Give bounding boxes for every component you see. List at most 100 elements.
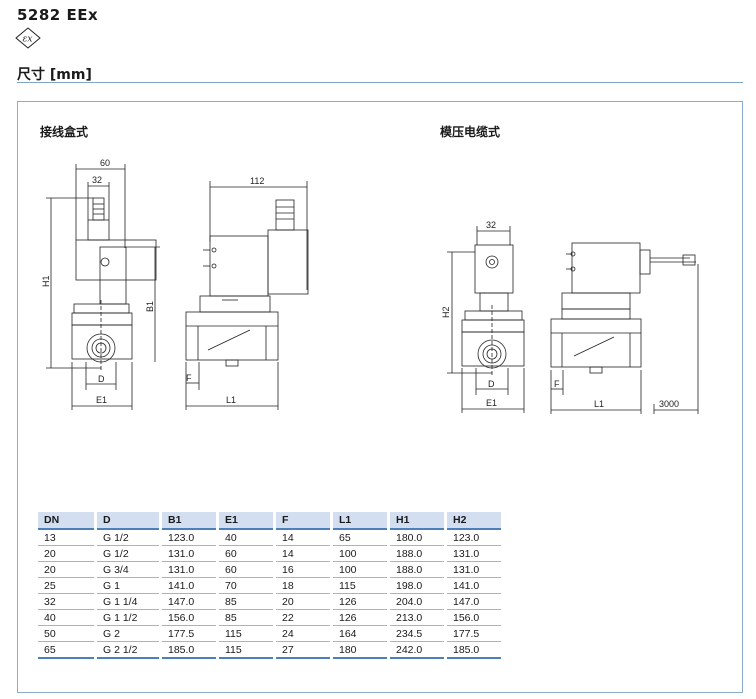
table-cell: 204.0: [388, 593, 447, 610]
table-cell: 234.5: [388, 625, 447, 642]
drawing-cable-front: [447, 226, 525, 413]
dim-112: 112: [250, 176, 264, 186]
dim-e1-junction: E1: [96, 395, 107, 405]
table-cell: 185.0: [445, 641, 501, 659]
dim-e1-cable: E1: [486, 398, 497, 408]
table-cell: 180: [331, 641, 390, 659]
table-cell: 25: [38, 577, 97, 594]
dim-32-cable: 32: [486, 220, 496, 230]
table-cell: 40: [38, 609, 97, 626]
table-cell: 27: [274, 641, 333, 659]
table-cell: 131.0: [445, 545, 501, 562]
table-cell: 188.0: [388, 545, 447, 562]
table-cell: 177.5: [445, 625, 501, 642]
table-cell: 32: [38, 593, 97, 610]
table-cell: 164: [331, 625, 390, 642]
dim-l1-junction: L1: [226, 395, 236, 405]
table-cell: 65: [331, 529, 390, 546]
table-cell: 85: [217, 593, 276, 610]
table-cell: G 3/4: [95, 561, 162, 578]
subtitle-junction-box: 接线盒式: [40, 125, 89, 139]
table-cell: 198.0: [388, 577, 447, 594]
table-cell: 177.5: [160, 625, 219, 642]
col-d: D: [95, 512, 162, 530]
table-cell: 213.0: [388, 609, 447, 626]
table-cell: 123.0: [160, 529, 219, 546]
table-cell: 131.0: [445, 561, 501, 578]
table-cell: G 2: [95, 625, 162, 642]
table-cell: 14: [274, 529, 333, 546]
drawing-junction-side: [185, 181, 309, 410]
table-cell: 126: [331, 593, 390, 610]
section-title: 尺寸 [mm]: [17, 67, 92, 83]
table-cell: 85: [217, 609, 276, 626]
table-cell: G 1/2: [95, 545, 162, 562]
table-cell: 147.0: [445, 593, 501, 610]
table-cell: 147.0: [160, 593, 219, 610]
dim-l1-cable: L1: [594, 399, 604, 409]
table-cell: 126: [331, 609, 390, 626]
table-cell: 60: [217, 545, 276, 562]
table-cell: G 1: [95, 577, 162, 594]
dim-d-junction: D: [98, 374, 105, 384]
drawing-cable-side: [550, 242, 699, 414]
table-cell: 242.0: [388, 641, 447, 659]
dim-d-cable: D: [488, 379, 495, 389]
table-cell: 65: [38, 641, 97, 659]
content-frame: [17, 101, 743, 693]
table-cell: 180.0: [388, 529, 447, 546]
table-cell: 50: [38, 625, 97, 642]
table-cell: 18: [274, 577, 333, 594]
dim-b1: B1: [145, 301, 155, 312]
table-header-row: DN D B1 E1 F L1 H1 H2: [38, 512, 501, 530]
table-cell: 100: [331, 561, 390, 578]
table-cell: G 2 1/2: [95, 641, 162, 659]
table-cell: 156.0: [160, 609, 219, 626]
table-cell: 115: [217, 625, 276, 642]
dim-f-cable: F: [554, 379, 560, 389]
table-cell: 16: [274, 561, 333, 578]
table-cell: 100: [331, 545, 390, 562]
col-h2: H2: [445, 512, 501, 530]
table-cell: G 1 1/4: [95, 593, 162, 610]
col-b1: B1: [160, 512, 219, 530]
table-cell: 22: [274, 609, 333, 626]
section-divider: [17, 82, 743, 83]
table-cell: 115: [217, 641, 276, 659]
dim-3000: 3000: [659, 399, 679, 409]
table-cell: 70: [217, 577, 276, 594]
table-cell: 156.0: [445, 609, 501, 626]
table-cell: 60: [217, 561, 276, 578]
table-cell: 24: [274, 625, 333, 642]
col-e1: E1: [217, 512, 276, 530]
table-cell: 123.0: [445, 529, 501, 546]
table-cell: G 1/2: [95, 529, 162, 546]
table-cell: 141.0: [445, 577, 501, 594]
dim-32-junction: 32: [92, 175, 102, 185]
ex-hazard-icon: εx: [15, 27, 41, 49]
table-cell: 20: [38, 545, 97, 562]
table-cell: 40: [217, 529, 276, 546]
product-title: 5282 EEx: [17, 6, 99, 24]
col-dn: DN: [38, 512, 97, 530]
dim-60: 60: [100, 158, 110, 168]
col-f: F: [274, 512, 333, 530]
col-h1: H1: [388, 512, 447, 530]
table-cell: 131.0: [160, 561, 219, 578]
col-l1: L1: [331, 512, 390, 530]
drawing-junction-front: [46, 164, 160, 410]
dim-h1: H1: [41, 275, 51, 287]
table-cell: 14: [274, 545, 333, 562]
table-cell: 141.0: [160, 577, 219, 594]
dim-f-junction: F: [186, 373, 192, 383]
